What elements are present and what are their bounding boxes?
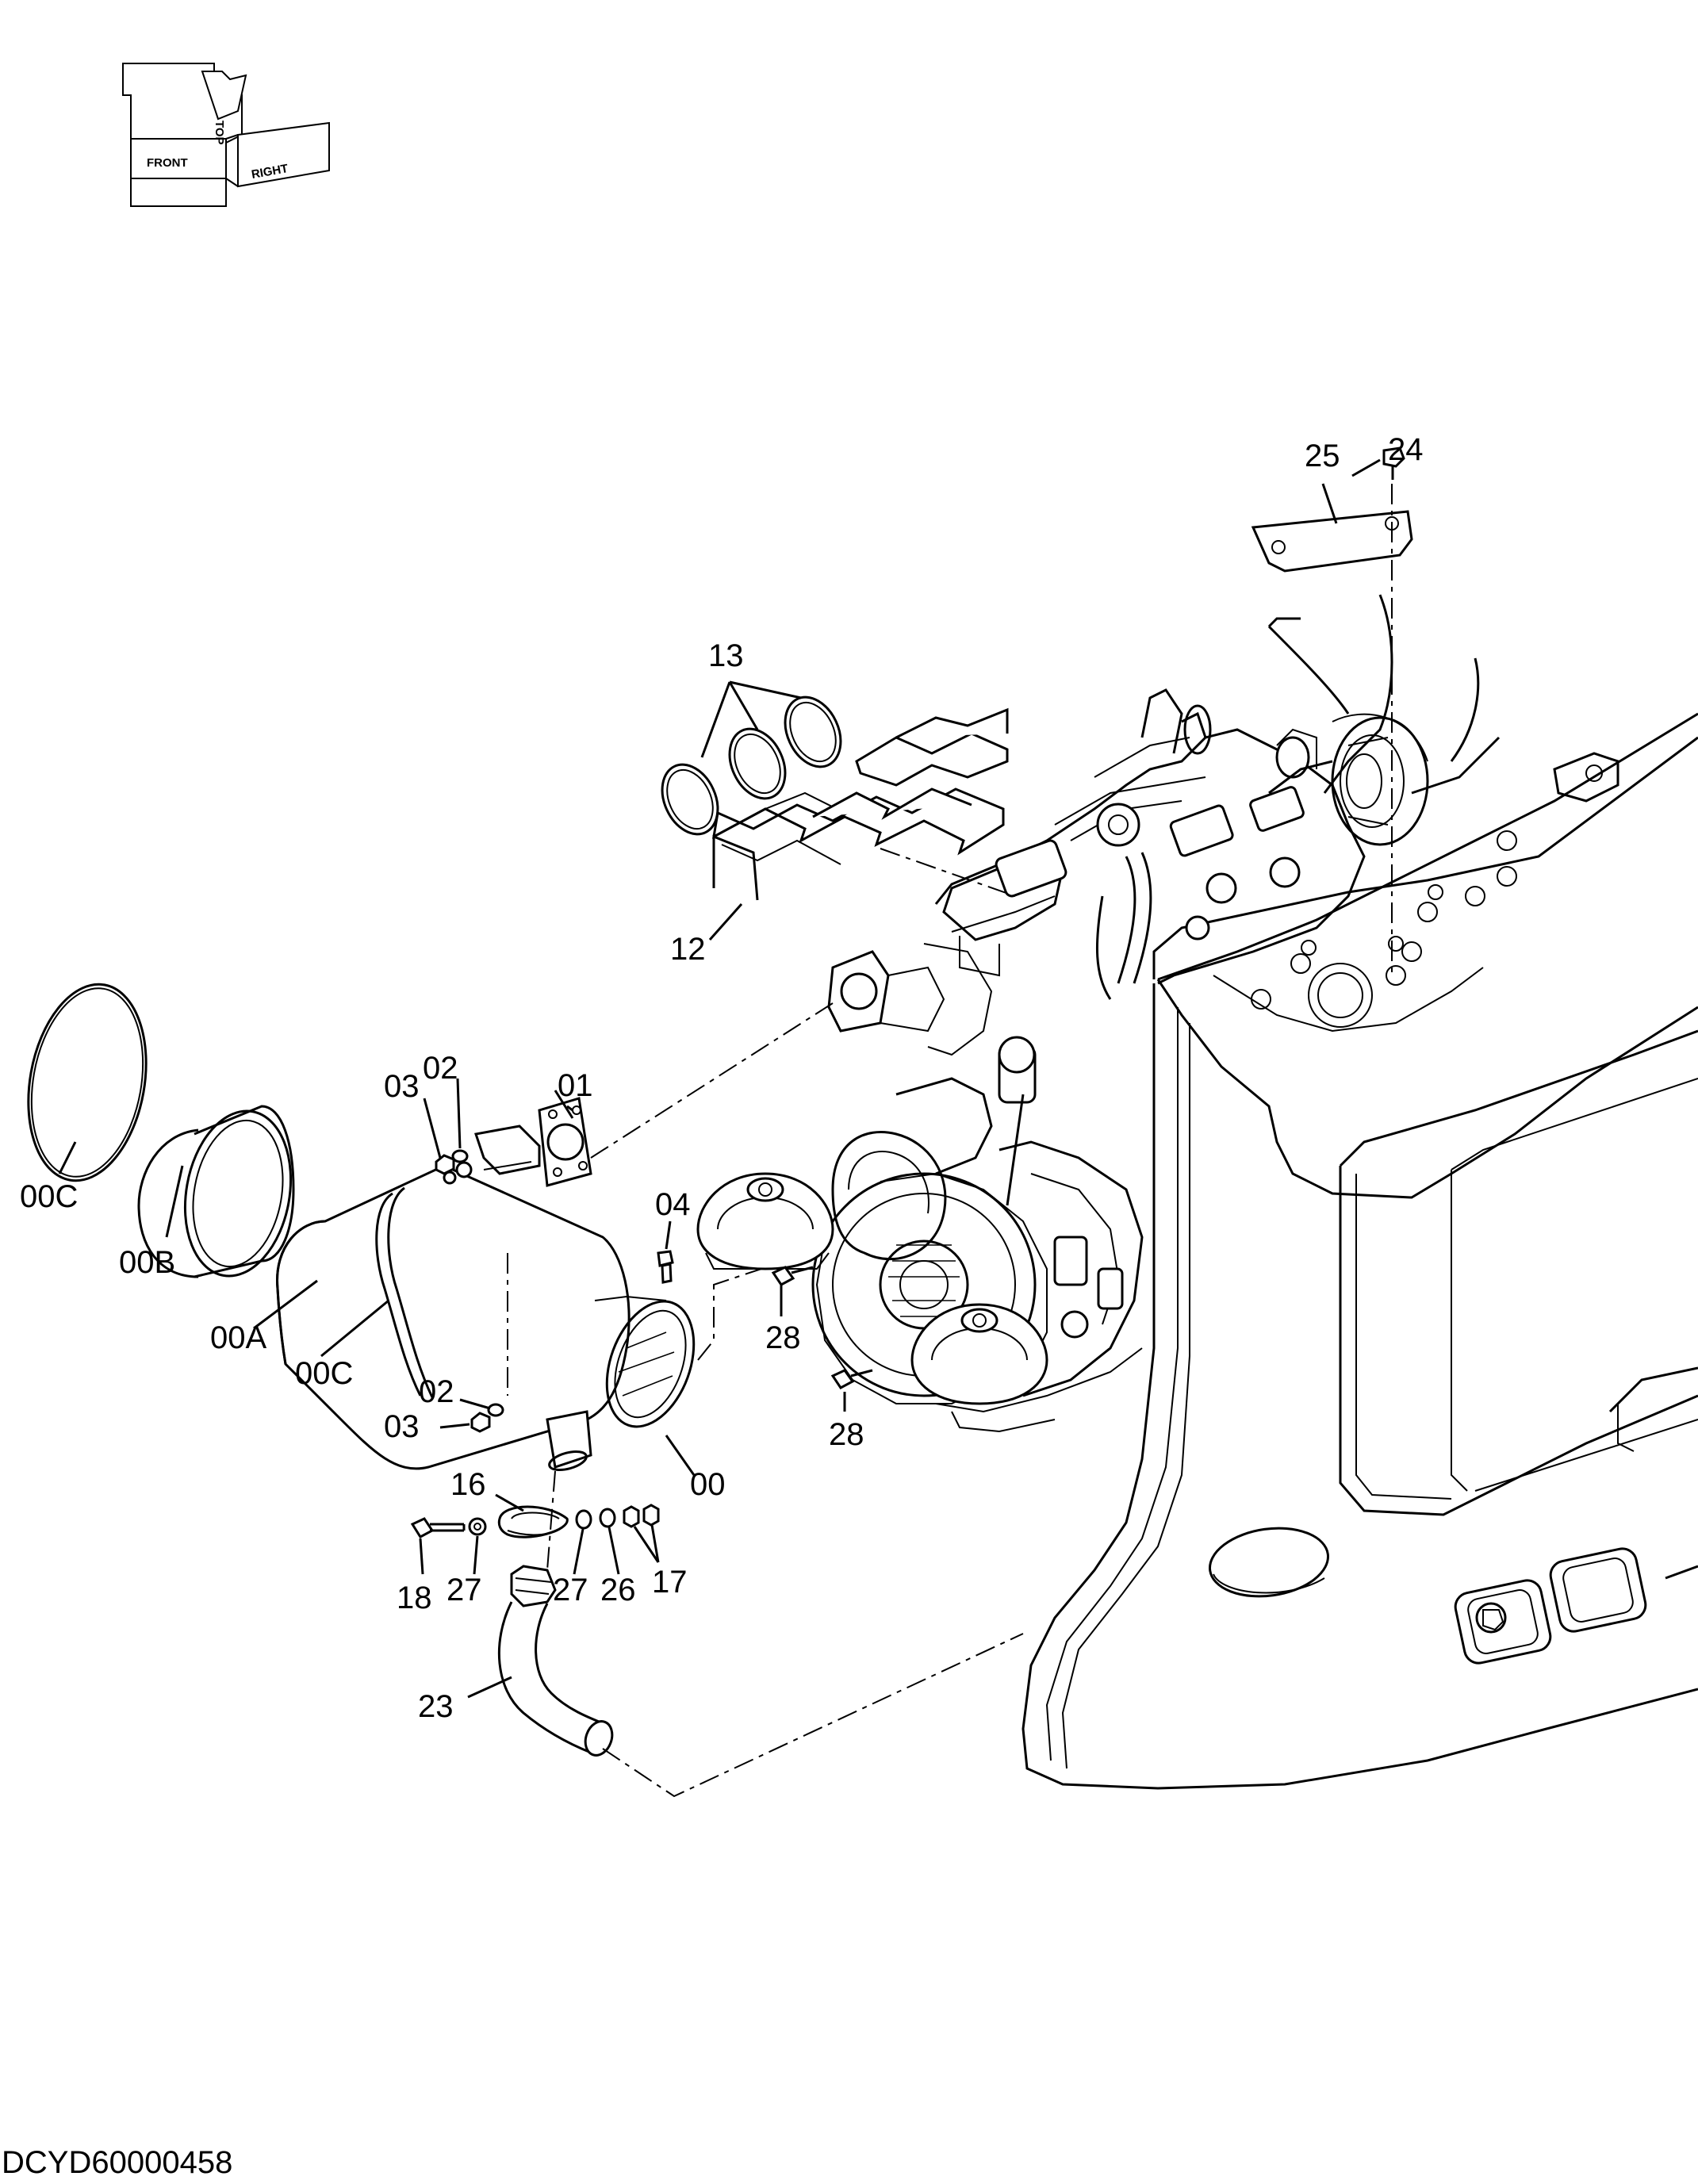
tail-pipe-23: [497, 1470, 1024, 1798]
cover-plate-25: [1251, 484, 1413, 975]
callout-04: 04: [655, 1187, 691, 1222]
callout-25: 25: [1305, 439, 1340, 473]
callout-00B: 00B: [119, 1245, 175, 1280]
callout-27-left: 27: [447, 1573, 482, 1607]
washer-27-right: [575, 1509, 592, 1530]
callout-18: 18: [397, 1581, 432, 1615]
callout-27-right: 27: [553, 1573, 588, 1607]
callout-00A: 00A: [210, 1320, 266, 1355]
callout-28-lower: 28: [829, 1417, 864, 1452]
washer-02-upper: [451, 1149, 469, 1163]
callout-03-lower: 03: [384, 1409, 420, 1444]
callout-02-upper: 02: [423, 1051, 458, 1086]
engine-assembly: [696, 688, 1366, 1433]
bolt-18: [410, 1517, 466, 1538]
engine-mount-lower: [910, 1303, 1048, 1405]
callout-28-upper: 28: [765, 1320, 801, 1355]
callout-00: 00: [690, 1467, 726, 1502]
document-id: DCYD60000458: [2, 2145, 232, 2180]
bolt-28-upper: [771, 1266, 814, 1286]
callout-01: 01: [558, 1068, 593, 1103]
bolt-24: [1382, 446, 1405, 480]
washer-02-lower: [487, 1403, 504, 1417]
callout-03-upper: 03: [384, 1069, 420, 1104]
callout-02-lower: 02: [419, 1374, 454, 1409]
washer-26: [599, 1508, 616, 1528]
cooling-fan: [1267, 594, 1501, 846]
bolt-28-lower: [830, 1369, 873, 1389]
callout-16: 16: [450, 1467, 486, 1502]
nut-03-upper: [435, 1154, 455, 1175]
gasket-ring-set-13: [661, 695, 842, 836]
callout-17: 17: [652, 1565, 688, 1600]
bolt-04: [657, 1250, 674, 1284]
muffler-00: [276, 1125, 762, 1471]
orientation-top-label: TOP: [213, 121, 226, 145]
callout-24: 24: [1388, 432, 1424, 467]
callout-labels: 24 25 13 12 01 02 03 04 00 00A 00B 00C 0…: [20, 432, 1424, 1724]
callout-13: 13: [708, 638, 744, 673]
callout-00C-ring: 00C: [20, 1179, 78, 1214]
clamp-16: [497, 1505, 569, 1538]
nuts-17: [623, 1504, 660, 1528]
washer-27-left: [468, 1517, 487, 1536]
gasket-12: [712, 707, 1016, 901]
engine-mount-upper: [696, 1172, 834, 1270]
callout-00C-body: 00C: [295, 1356, 353, 1391]
orientation-front-label: FRONT: [147, 156, 188, 170]
muffler-shell-00B: [137, 1105, 295, 1278]
callout-12: 12: [670, 932, 706, 967]
machine-frame: [1021, 712, 1698, 1790]
clamp-ring-00C: [27, 983, 148, 1182]
leader-lines: [58, 458, 1381, 1699]
callout-26: 26: [600, 1573, 636, 1607]
callout-23: 23: [418, 1689, 454, 1724]
nut-03-lower: [470, 1412, 491, 1433]
orientation-indicator: FRONT TOP RIGHT: [122, 63, 330, 207]
